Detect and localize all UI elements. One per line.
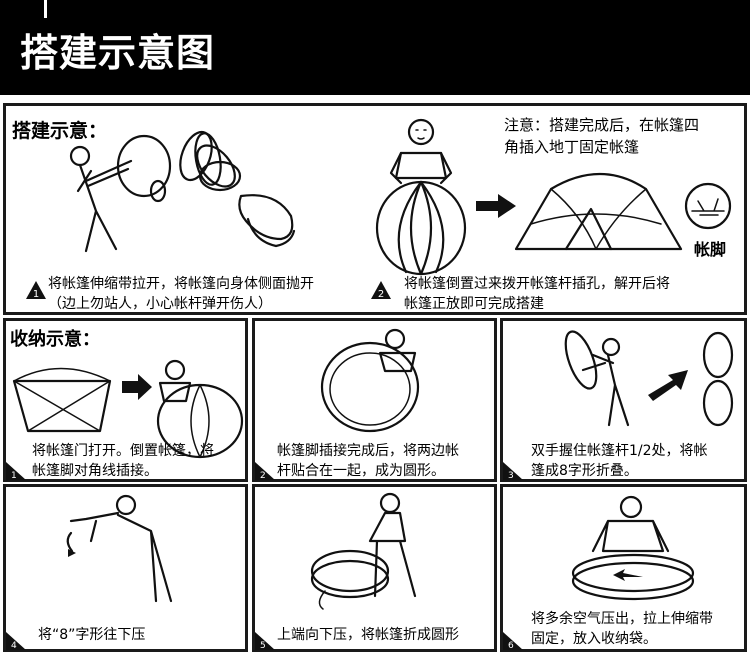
pitched-tent-illustration bbox=[511, 154, 691, 264]
takedown-step4-text: 将“8”字形往下压 bbox=[38, 625, 243, 645]
step-number-triangle-icon: 1 bbox=[6, 462, 26, 480]
setup-note: 注意：搭建完成后，在帐篷四 角插入地丁固定帐篷 bbox=[504, 114, 749, 158]
step-number-triangle-icon: 5 bbox=[255, 632, 275, 650]
throwing-person-illustration bbox=[36, 121, 356, 271]
takedown-step2-number: 2 bbox=[260, 471, 266, 481]
takedown-step6-panel: 将多余空气压出，拉上伸缩带 固定，放入收纳袋。 6 bbox=[500, 484, 747, 652]
setup-step1-text: 将帐篷伸缩带拉开，将帐篷向身体侧面抛开 （边上勿站人，小心帐杆弹开伤人） bbox=[48, 274, 378, 314]
takedown-step5-number: 5 bbox=[260, 641, 266, 651]
page-title: 搭建示意图 bbox=[20, 22, 215, 77]
takedown-step4-line1: 将“8”字形往下压 bbox=[38, 627, 145, 643]
takedown-step4-panel: 将“8”字形往下压 4 bbox=[3, 484, 248, 652]
takedown-step3-line2: 篷成8字形折叠。 bbox=[531, 463, 638, 479]
takedown-step2-panel: 帐篷脚插接完成后，将两边帐 杆贴合在一起，成为圆形。 2 bbox=[252, 318, 497, 482]
takedown-step1-panel: 收纳示意： 将帐篷门打开。倒置帐篷，将 帐篷脚对角线插接。 1 bbox=[3, 318, 248, 482]
takedown-step4-number: 4 bbox=[11, 641, 17, 651]
compress-air-illustration bbox=[563, 491, 703, 601]
person-on-dome-illustration bbox=[366, 108, 486, 278]
takedown-step6-text: 将多余空气压出，拉上伸缩带 固定，放入收纳袋。 bbox=[531, 609, 749, 649]
setup-note-line1: 注意：搭建完成后，在帐篷四 bbox=[504, 116, 699, 134]
step-number-triangle-icon: 4 bbox=[6, 632, 26, 650]
joining-poles-illustration bbox=[315, 325, 435, 435]
takedown-step3-panel: 双手握住帐篷杆1/2处，将帐 篷成8字形折叠。 3 bbox=[500, 318, 747, 482]
takedown-step6-line2: 固定，放入收纳袋。 bbox=[531, 631, 657, 647]
step-number-triangle-icon: 6 bbox=[503, 632, 523, 650]
step-number-triangle-icon: 3 bbox=[503, 462, 523, 480]
setup-note-line2: 角插入地丁固定帐篷 bbox=[504, 138, 639, 156]
step-number-triangle-icon: 2 bbox=[371, 281, 391, 299]
takedown-step1-line2: 帐篷脚对角线插接。 bbox=[32, 463, 158, 479]
takedown-step1-text: 将帐篷门打开。倒置帐篷，将 帐篷脚对角线插接。 bbox=[32, 441, 247, 481]
takedown-step5-line1: 上端向下压，将帐篷折成圆形 bbox=[277, 627, 459, 643]
setup-step1-line2: （边上勿站人，小心帐杆弹开伤人） bbox=[48, 296, 272, 312]
setup-step1-number: 1 bbox=[33, 289, 39, 300]
setup-step2-line1: 将帐篷倒置过来拨开帐篷杆插孔，解开后将 bbox=[404, 276, 670, 292]
takedown-step5-panel: 上端向下压，将帐篷折成圆形 5 bbox=[252, 484, 497, 652]
step-number-triangle-icon: 1 bbox=[26, 281, 46, 299]
setup-step2-text: 将帐篷倒置过来拨开帐篷杆插孔，解开后将 帐篷正放即可完成搭建 bbox=[404, 274, 744, 314]
takedown-section-title: 收纳示意： bbox=[10, 325, 100, 351]
arrow-icon bbox=[476, 194, 516, 218]
takedown-step1-line1: 将帐篷门打开。倒置帐篷，将 bbox=[32, 443, 214, 459]
setup-step1-line1: 将帐篷伸缩带拉开，将帐篷向身体侧面抛开 bbox=[48, 276, 314, 292]
header-marker bbox=[44, 0, 47, 18]
setup-step2-number: 2 bbox=[378, 289, 384, 300]
takedown-step2-line2: 杆贴合在一起，成为圆形。 bbox=[277, 463, 445, 479]
takedown-step6-number: 6 bbox=[508, 641, 514, 651]
takedown-step3-number: 3 bbox=[508, 471, 514, 481]
figure-eight-fold-illustration bbox=[553, 325, 743, 437]
step-number-triangle-icon: 2 bbox=[255, 462, 275, 480]
setup-step2-line2: 帐篷正放即可完成搭建 bbox=[404, 296, 544, 312]
takedown-step3-line1: 双手握住帐篷杆1/2处，将帐 bbox=[531, 443, 708, 459]
takedown-step1-number: 1 bbox=[11, 471, 17, 481]
takedown-step2-line1: 帐篷脚插接完成后，将两边帐 bbox=[277, 443, 459, 459]
takedown-step5-text: 上端向下压，将帐篷折成圆形 bbox=[277, 625, 497, 645]
press-down-illustration bbox=[56, 491, 206, 606]
fold-into-circle-illustration bbox=[305, 491, 455, 616]
page-header: 搭建示意图 bbox=[0, 0, 750, 95]
inverted-tent-illustration bbox=[10, 361, 245, 441]
tent-foot-detail-icon bbox=[678, 181, 738, 231]
tent-foot-label: 帐脚 bbox=[694, 236, 726, 260]
setup-panel: 搭建示意： 帐脚 注意：搭建完成后，在帐篷四 bbox=[3, 103, 747, 315]
takedown-step6-line1: 将多余空气压出，拉上伸缩带 bbox=[531, 611, 713, 627]
takedown-step3-text: 双手握住帐篷杆1/2处，将帐 篷成8字形折叠。 bbox=[531, 441, 746, 481]
takedown-step2-text: 帐篷脚插接完成后，将两边帐 杆贴合在一起，成为圆形。 bbox=[277, 441, 497, 481]
